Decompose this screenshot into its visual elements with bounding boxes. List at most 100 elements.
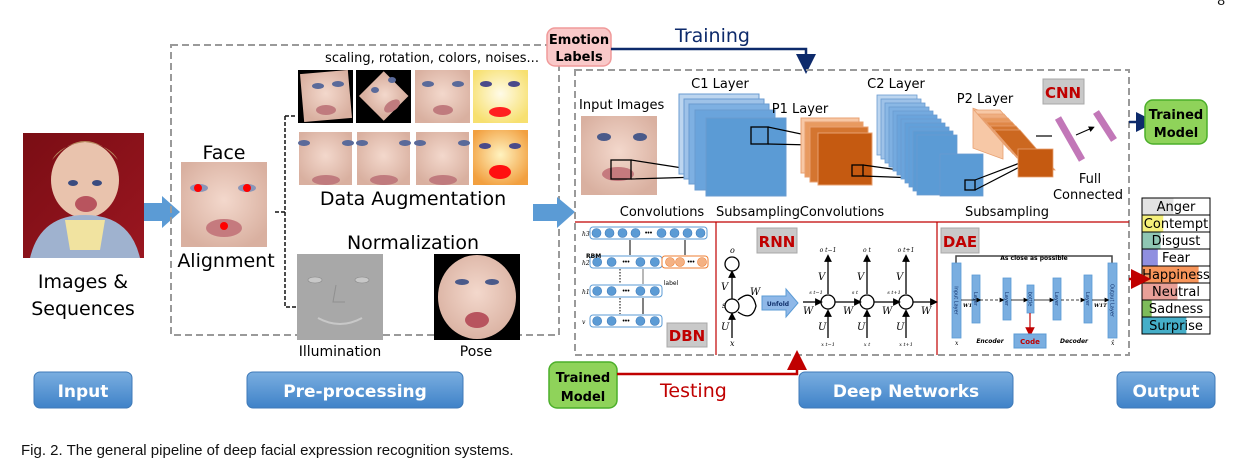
trained-model-top-2: Model	[1154, 126, 1198, 141]
dbn-unit	[682, 228, 693, 238]
rnn-folded	[724, 256, 757, 338]
dbn-unit	[592, 316, 603, 326]
stage-output-label: Output	[1132, 382, 1199, 402]
emotion-name: Happiness	[1142, 268, 1210, 283]
rnn-input-label: x t+1	[899, 342, 913, 348]
dbn-label-label: label	[664, 280, 679, 287]
trained-model-box-top[interactable]	[1144, 99, 1208, 145]
dae-encoder-layer-label: Layer	[972, 292, 978, 307]
rnn-tag-text: RNN	[759, 233, 796, 251]
emotion-name: Anger	[1157, 200, 1196, 215]
training-arrow	[611, 47, 816, 74]
dae-w1t-label: W1T	[1094, 303, 1108, 309]
dbn-unit	[649, 286, 660, 296]
stage-preprocessing-button[interactable]: Pre-processing	[246, 371, 464, 409]
emotion-name: Disgust	[1152, 234, 1201, 249]
dae-code-box	[1013, 333, 1047, 349]
emotion-row: Contempt	[1141, 214, 1211, 233]
rnn-w-label: W	[882, 306, 893, 317]
normalization-label: Normalization	[347, 232, 479, 254]
op-subsampling-1: Subsampling	[716, 205, 800, 220]
p2-stack	[973, 109, 1056, 178]
dae-code-label: Code	[1020, 338, 1040, 346]
dbn-ellipsis: •••	[622, 259, 630, 266]
emotion-name: Sadness	[1149, 302, 1203, 317]
dbn-label-unit	[697, 257, 707, 267]
dbn-unit	[695, 228, 706, 238]
stage-deep-networks-label: Deep Networks	[833, 382, 979, 402]
emotion-name: Contempt	[1144, 217, 1208, 232]
dae-encoder-label: Encoder	[976, 338, 1004, 345]
landmark-mouth	[220, 222, 228, 230]
dae-encoder-layer-label: Layer	[1003, 292, 1009, 307]
dae-close-line	[955, 255, 1113, 263]
dbn-ellipsis: •••	[622, 318, 630, 325]
trained-model-bottom-1: Trained	[556, 371, 610, 386]
augmented-faces-row-2	[298, 130, 528, 185]
p1-receptive-window	[851, 164, 864, 177]
dbn-layer-label: h2	[582, 260, 590, 267]
c1-receptive-window	[750, 126, 769, 145]
pose-normalized-face	[434, 254, 520, 340]
dbn-unit	[591, 228, 602, 238]
rnn-u-label: U	[818, 322, 827, 333]
rnn-v-label: V	[896, 272, 905, 283]
p1-layer-label: P1 Layer	[772, 102, 829, 117]
augmented-faces-row-1	[298, 69, 528, 123]
dae-tag: DAE	[940, 227, 980, 254]
dbn-unit	[630, 228, 641, 238]
dbn-ellipsis: •••	[622, 288, 630, 295]
figure-caption: Fig. 2. The general pipeline of deep fac…	[21, 442, 514, 459]
dae-w1-label: W1	[963, 303, 972, 309]
rnn-u-label: U	[896, 322, 905, 333]
emotion-row: Happiness	[1141, 265, 1211, 284]
emotion-row: Sadness	[1141, 299, 1211, 318]
testing-arrow	[617, 350, 807, 376]
input-label-1: Images &	[38, 271, 128, 293]
dae-input-layer-label: Input Layer	[953, 286, 959, 315]
dbn-unit	[635, 316, 646, 326]
rnn-v-label: V	[818, 272, 827, 283]
rnn-state-node	[820, 294, 836, 310]
dbn-unit	[592, 286, 603, 296]
input-photo	[23, 133, 144, 258]
dbn-label-unit	[675, 257, 685, 267]
stage-input-button[interactable]: Input	[33, 371, 133, 409]
stage-deep-networks-button[interactable]: Deep Networks	[798, 371, 1014, 409]
aligned-face	[181, 162, 267, 247]
dbn-rbm-label: RBM	[586, 253, 601, 260]
dae-bottleneck-label: bottle	[1027, 292, 1033, 307]
emotion-row: Disgust	[1141, 231, 1211, 250]
trained-model-box-bottom[interactable]	[548, 361, 618, 409]
p1-feature-maps	[800, 117, 873, 186]
c2-feature-maps	[876, 94, 984, 197]
emotion-prob-bar	[1142, 300, 1152, 317]
dbn-layer-label: v	[582, 319, 586, 326]
c1-feature-maps	[678, 93, 787, 197]
dbn-unit	[606, 257, 617, 267]
emotion-labels-text-2: Labels	[555, 50, 603, 65]
stage-output-button[interactable]: Output	[1116, 371, 1216, 409]
stage-input-label: Input	[58, 382, 109, 402]
rnn-s: s	[722, 301, 726, 310]
emotion-name: Surprise	[1149, 319, 1203, 334]
c2-layer-label: C2 Layer	[867, 77, 925, 92]
dbn-unit	[592, 257, 603, 267]
dae-input-layer	[951, 262, 962, 339]
fc-arrow	[1075, 126, 1095, 136]
rnn-w-label: W	[803, 306, 814, 317]
fc-layer-2	[1093, 110, 1117, 142]
input-label-2: Sequences	[31, 298, 135, 320]
emotion-row: Surprise	[1141, 316, 1211, 335]
dbn-diagram: h3•••h2•••h1•••v••••••	[582, 226, 709, 328]
rnn-state-label: s t	[852, 290, 859, 296]
arrow-input-to-preprocessing	[144, 196, 180, 228]
emotion-prob-bar	[1142, 283, 1178, 300]
cnn-input-images-label: Input Images	[579, 98, 665, 113]
dae-decoder-layer-label: Layer	[1053, 292, 1059, 307]
p2-layer-label: P2 Layer	[957, 92, 1014, 107]
emotion-labels-box[interactable]	[546, 27, 612, 67]
dbn-unit	[635, 257, 646, 267]
